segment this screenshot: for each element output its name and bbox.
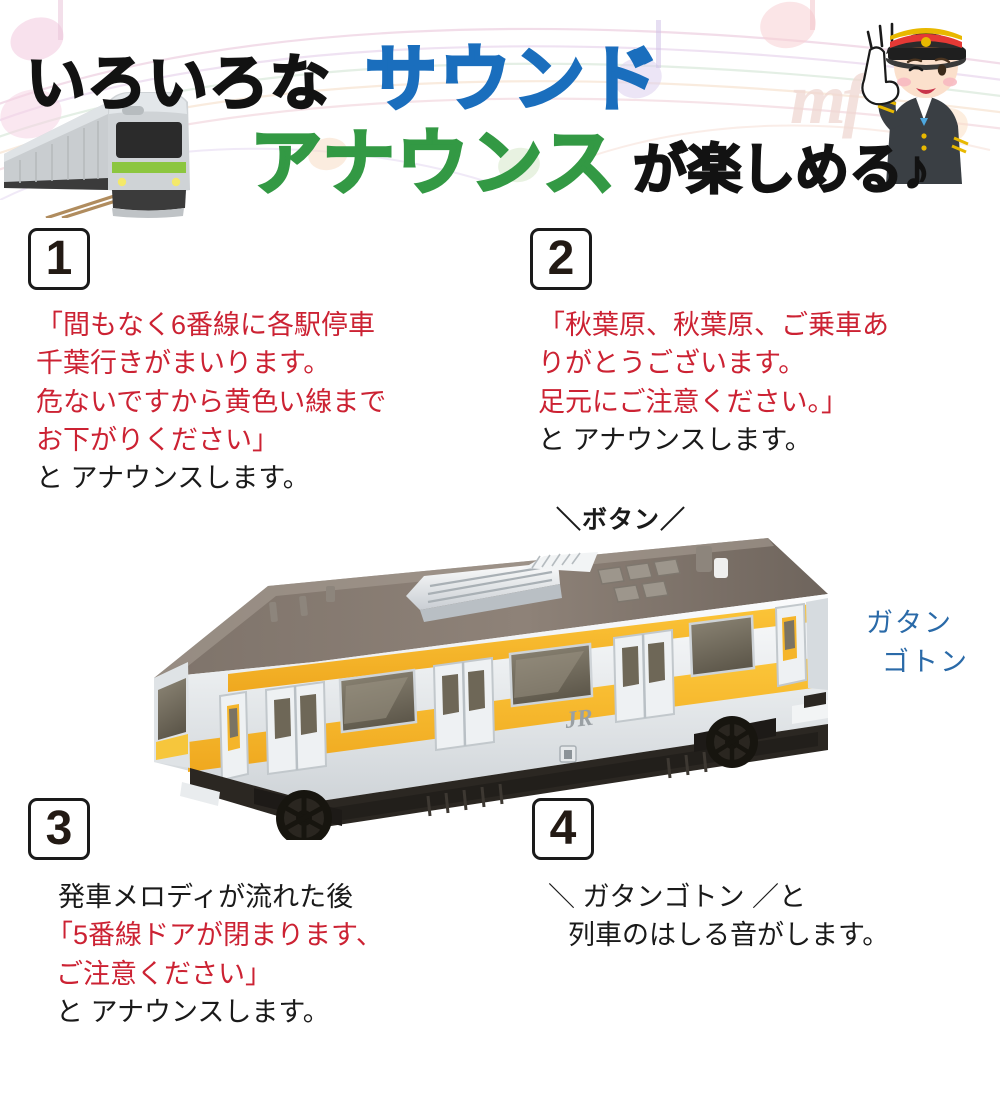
step-3-line-3: ご注意ください」 xyxy=(56,958,272,989)
svg-text:JR: JR xyxy=(563,705,595,734)
jr-logo-icon: JR xyxy=(563,705,595,734)
header-banner: mf xyxy=(0,0,1000,218)
toy-train-photo: JR xyxy=(128,510,868,846)
step-4-line-1: ＼ ガタンゴトン ／と xyxy=(548,882,807,912)
conductor-character-illustration-icon xyxy=(861,22,969,184)
step-1-line-3: 危ないですから黄色い線まで xyxy=(36,386,387,417)
step-1-line-1: 「間もなく6番線に各駅停車 xyxy=(36,310,376,340)
step-3-line-2: 「5番線ドアが閉まります、 xyxy=(46,920,383,951)
train-sound-callout: ガタン ゴトン xyxy=(866,604,969,682)
step-1-line-5: と アナウンスします。 xyxy=(36,463,310,494)
step-2-line-2: りがとうございます。 xyxy=(538,348,806,379)
banner-title-announce: アナウンス xyxy=(248,123,618,206)
step-number-badge-4: 4 xyxy=(532,798,594,860)
mezzo-forte-mark-icon: mf xyxy=(790,59,866,139)
step-text-4: ＼ ガタンゴトン ／と 列車のはしる音がします。 xyxy=(548,878,998,955)
step-text-3: 発車メロディが流れた後 「5番線ドアが閉まります、 ご注意ください」 と アナウ… xyxy=(46,878,516,1031)
banner-title-iroirona: いろいろな xyxy=(25,49,332,119)
step-3-line-4: と アナウンスします。 xyxy=(56,996,330,1027)
banner-title-line-1: いろいろなサウンド xyxy=(25,20,976,122)
train-sound-line-2: ゴトン xyxy=(882,647,969,678)
train-sound-line-1: ガタン xyxy=(866,608,953,638)
step-3-line-1: 発車メロディが流れた後 xyxy=(58,882,354,912)
banner-title-sound: サウンド xyxy=(363,39,662,122)
banner-title-line-2: アナウンスが楽しめる♪ xyxy=(248,104,1000,206)
step-number-badge-1: 1 xyxy=(28,228,90,290)
music-note-stem-icon xyxy=(58,0,63,40)
step-4-line-2: 列車のはしる音がします。 xyxy=(568,920,890,951)
front-train-illustration-icon xyxy=(4,92,190,218)
step-number-badge-3: 3 xyxy=(28,798,90,860)
step-1-line-4: お下がりください」 xyxy=(36,424,279,455)
banner-title-tanoshimeru: が楽しめる♪ xyxy=(632,139,932,202)
toy-train-car-illustration-icon: JR xyxy=(154,538,828,846)
step-2-line-1: 「秋葉原、秋葉原、ご乗車あ xyxy=(538,310,889,340)
step-text-2: 「秋葉原、秋葉原、ご乗車あ りがとうございます。 足元にご注意ください。」 と … xyxy=(538,306,988,459)
step-2-line-4: と アナウンスします。 xyxy=(538,424,812,455)
button-callout-label: ＼ボタン／ xyxy=(556,506,687,534)
music-note-stem-icon xyxy=(810,0,815,30)
step-number-badge-2: 2 xyxy=(530,228,592,290)
step-2-line-3: 足元にご注意ください。」 xyxy=(538,386,848,417)
step-1-line-2: 千葉行きがまいります。 xyxy=(36,348,331,379)
music-note-stem-icon xyxy=(656,20,661,68)
step-text-1: 「間もなく6番線に各駅停車 千葉行きがまいります。 危ないですから黄色い線まで … xyxy=(36,306,506,498)
